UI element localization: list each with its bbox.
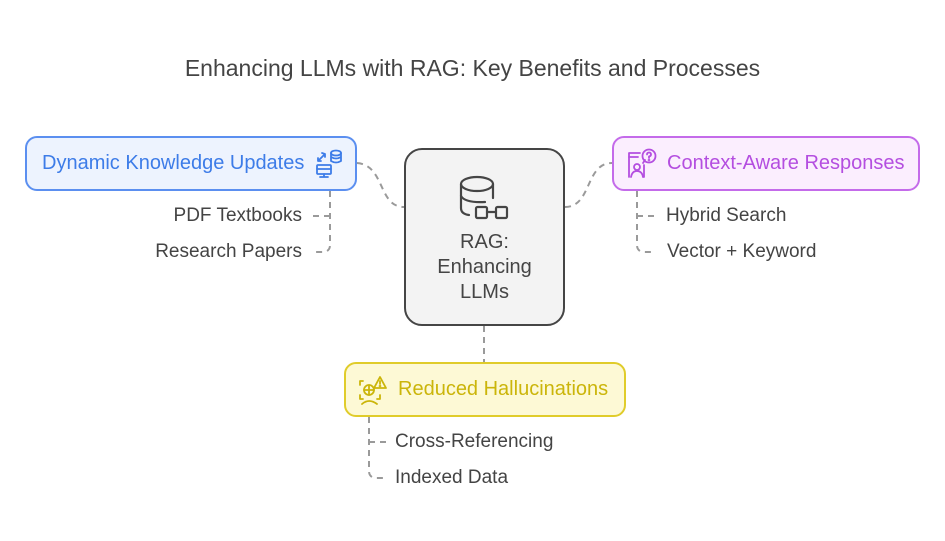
leaf-cross-referencing: Cross-Referencing — [395, 431, 554, 452]
leaf-research-papers: Research Papers — [155, 241, 302, 262]
connector-reduced-items — [368, 417, 386, 479]
node-reduced-hallucinations: Reduced Hallucinations — [344, 362, 626, 417]
user-question-icon — [626, 148, 658, 180]
center-label-line: Enhancing — [437, 256, 532, 278]
leaf-hybrid-search: Hybrid Search — [666, 205, 787, 226]
leaf-indexed-data: Indexed Data — [395, 467, 509, 488]
node-label: Dynamic Knowledge Updates — [42, 152, 305, 174]
node-label: Reduced Hallucinations — [398, 378, 609, 400]
leaf-vector-keyword: Vector + Keyword — [667, 241, 817, 262]
leaf-pdf-textbooks: PDF Textbooks — [173, 205, 302, 226]
center-node-label: RAG: Enhancing LLMs — [437, 230, 532, 305]
node-context-aware-responses: Context-Aware Responses — [612, 136, 920, 191]
node-label: Context-Aware Responses — [667, 152, 905, 174]
center-node-rag: RAG: Enhancing LLMs — [404, 148, 565, 326]
diagram-title: Enhancing LLMs with RAG: Key Benefits an… — [184, 55, 761, 81]
connector-center-to-dynamic — [356, 162, 405, 208]
node-dynamic-knowledge-updates: Dynamic Knowledge Updates — [25, 136, 357, 191]
connector-dynamic-items — [313, 191, 331, 253]
center-label-line: RAG: — [460, 231, 509, 253]
face-warning-icon — [358, 375, 388, 405]
database-glasses-icon — [459, 174, 511, 224]
center-label-line: LLMs — [460, 281, 509, 303]
database-sync-computer-icon — [314, 148, 344, 180]
connector-context-items — [636, 191, 655, 253]
connector-center-to-context — [564, 162, 613, 208]
